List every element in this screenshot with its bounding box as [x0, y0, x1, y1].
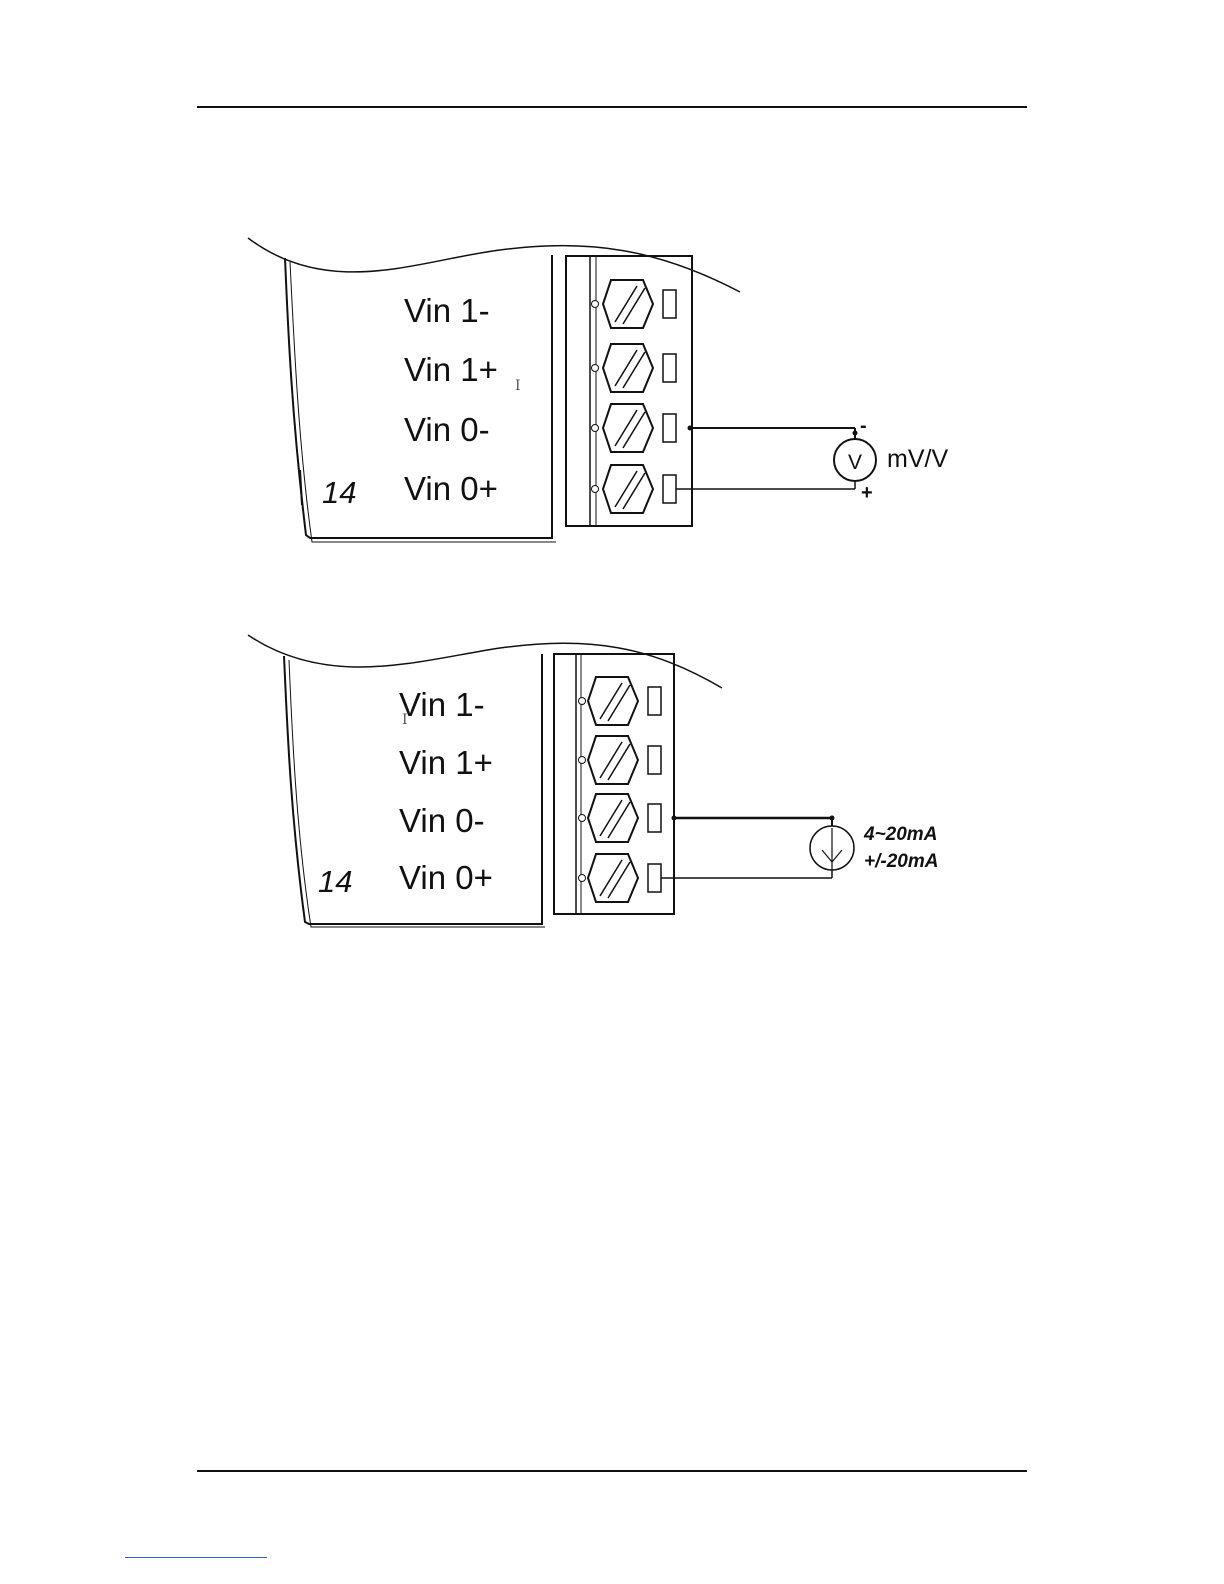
- terminal-label: Vin 1+: [404, 351, 498, 388]
- voltage-symbol: V: [848, 451, 862, 474]
- screw-terminal: [579, 854, 662, 902]
- module-number: 14: [322, 475, 356, 510]
- screw-terminal: [592, 280, 677, 328]
- screw-terminal: [592, 465, 677, 513]
- source-label-line1: 4~20mA: [863, 824, 937, 845]
- source-label: mV/V: [887, 445, 948, 473]
- screw-terminal: [579, 736, 662, 784]
- minus-sign: -: [860, 415, 867, 437]
- diagram-voltage-input: Vin 1- Vin 1+ Vin 0- Vin 0+ 14 I V mV/V …: [248, 238, 948, 542]
- screw-terminal: [579, 677, 662, 725]
- current-source-icon: [810, 826, 854, 870]
- screw-terminal: [592, 404, 677, 452]
- text-cursor-icon: I: [402, 712, 408, 728]
- terminal-label: Vin 0+: [404, 470, 498, 507]
- diagram-current-input: Vin 1- Vin 1+ Vin 0- Vin 0+ 14 I 4~20mA …: [248, 635, 938, 927]
- text-cursor-icon: I: [515, 378, 521, 394]
- break-line: [248, 635, 722, 688]
- terminal-label: Vin 1+: [399, 744, 493, 781]
- screw-terminal: [592, 344, 677, 392]
- terminal-label: Vin 1-: [404, 292, 490, 329]
- module-number: 14: [318, 864, 352, 899]
- plus-sign: +: [861, 482, 873, 504]
- break-line: [248, 238, 740, 292]
- terminal-label: Vin 1-: [399, 686, 485, 723]
- terminal-label: Vin 0-: [404, 411, 490, 448]
- screw-terminal: [579, 794, 662, 842]
- terminal-label: Vin 0-: [399, 802, 485, 839]
- terminal-label: Vin 0+: [399, 859, 493, 896]
- source-label-line2: +/-20mA: [864, 851, 938, 872]
